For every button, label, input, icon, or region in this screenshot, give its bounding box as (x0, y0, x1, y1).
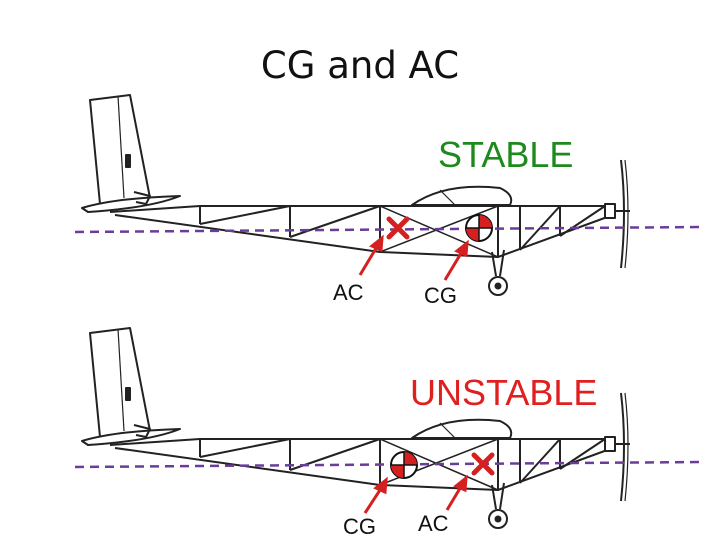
slide-title: CG and AC (260, 44, 460, 87)
ac-x-mark-icon (474, 455, 492, 473)
unstable-panel (74, 327, 701, 529)
airplane-drawing-stable (81, 94, 631, 296)
cg-checkered-circle-icon (390, 451, 418, 479)
ac-arrow-icon (358, 244, 380, 276)
reference-axis-line (74, 225, 701, 234)
stable-panel (74, 94, 701, 296)
reference-axis-line (74, 460, 701, 469)
ac-x-mark-icon (389, 219, 407, 237)
stable-label: STABLE (438, 134, 574, 175)
cg-arrow-icon (363, 486, 384, 514)
pointer-arrows (363, 474, 468, 514)
cg-arrow-icon (443, 249, 465, 281)
pointer-arrows (358, 234, 469, 281)
cg-label-stable: CG (424, 283, 457, 308)
cg-checkered-circle-icon (465, 214, 493, 242)
airplane-drawing-unstable (81, 327, 631, 529)
ac-label-stable: AC (333, 280, 364, 305)
cg-label-unstable: CG (343, 514, 376, 539)
unstable-label: UNSTABLE (410, 372, 598, 413)
ac-label-unstable: AC (418, 511, 449, 536)
